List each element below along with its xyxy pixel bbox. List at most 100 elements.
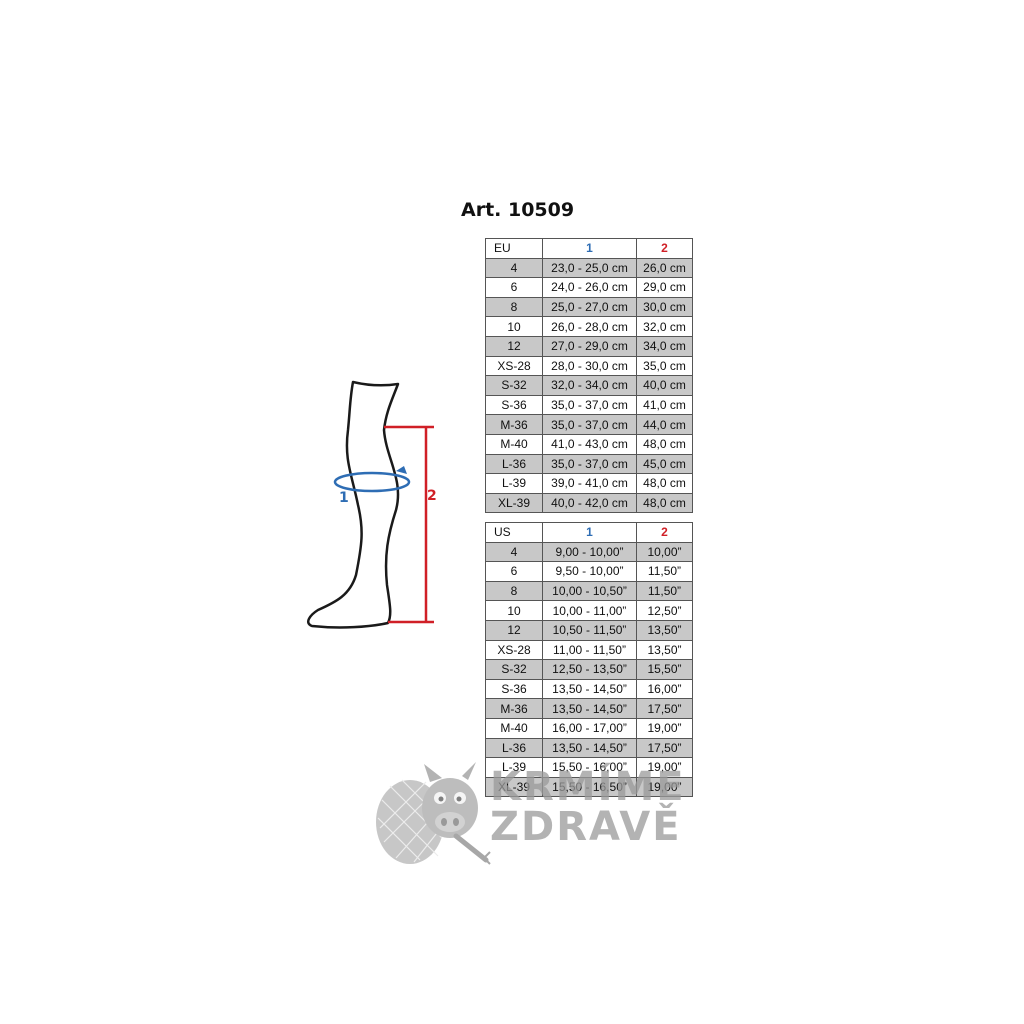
size-cell: S-32 xyxy=(485,659,543,680)
size-cell: XS-28 xyxy=(485,355,543,377)
measure-1-cell: 41,0 - 43,0 cm xyxy=(542,433,637,455)
measure-1-cell: 24,0 - 26,0 cm xyxy=(542,277,637,298)
size-cell: 6 xyxy=(485,561,543,582)
measure-1-cell: 35,0 - 37,0 cm xyxy=(542,453,637,475)
measure-2-cell: 16,00” xyxy=(636,678,693,700)
measure-2-cell: 11,50” xyxy=(636,561,693,582)
size-cell: M-36 xyxy=(485,414,543,435)
size-cell: M-36 xyxy=(485,698,543,719)
header-region-eu: EU xyxy=(485,238,543,259)
size-cell: XL-39 xyxy=(485,492,543,514)
size-cell: 12 xyxy=(485,335,543,357)
measure-1-cell: 9,00 - 10,00” xyxy=(542,541,637,563)
measure-1-cell: 12,50 - 13,50” xyxy=(542,659,637,680)
measure-1-cell: 9,50 - 10,00” xyxy=(542,561,637,582)
size-cell: 4 xyxy=(485,541,543,563)
measure-1-cell: 10,50 - 11,50” xyxy=(542,619,637,641)
size-cell: S-36 xyxy=(485,678,543,700)
measure-2-cell: 45,0 cm xyxy=(636,453,693,475)
size-cell: 8 xyxy=(485,580,543,602)
measure-2-cell: 12,50” xyxy=(636,600,693,621)
size-cell: 6 xyxy=(485,277,543,298)
measure-1-cell: 13,50 - 14,50” xyxy=(542,678,637,700)
measure-2-cell: 40,0 cm xyxy=(636,375,693,396)
measure-1-cell: 27,0 - 29,0 cm xyxy=(542,335,637,357)
size-cell: XL-39 xyxy=(485,776,543,798)
measure-2-cell: 15,50” xyxy=(636,659,693,680)
header-measure-1: 1 xyxy=(542,238,637,259)
measure-1-cell: 11,00 - 11,50” xyxy=(542,639,637,661)
measure-2-cell: 26,0 cm xyxy=(636,257,693,279)
circumference-ring-icon xyxy=(333,471,411,493)
measure-1-cell: 32,0 - 34,0 cm xyxy=(542,375,637,396)
measure-1-cell: 40,0 - 42,0 cm xyxy=(542,492,637,514)
leg-diagram: 1 2 xyxy=(307,380,437,629)
measure-2-cell: 17,50” xyxy=(636,737,693,759)
measure-1-cell: 39,0 - 41,0 cm xyxy=(542,473,637,494)
measure-2-cell: 48,0 cm xyxy=(636,473,693,494)
size-cell: M-40 xyxy=(485,433,543,455)
measure-2-cell: 11,50” xyxy=(636,580,693,602)
header-region-us: US xyxy=(485,522,543,543)
measure-2-cell: 13,50” xyxy=(636,619,693,641)
measure-1-cell: 28,0 - 30,0 cm xyxy=(542,355,637,377)
measure-1-cell: 15,50 - 16,50” xyxy=(542,776,637,798)
measure-1-cell: 35,0 - 37,0 cm xyxy=(542,394,637,416)
measure-1-cell: 35,0 - 37,0 cm xyxy=(542,414,637,435)
measure-2-cell: 13,50” xyxy=(636,639,693,661)
size-cell: L-39 xyxy=(485,473,543,494)
measure-2-cell: 19,00” xyxy=(636,757,693,778)
measure-1-cell: 23,0 - 25,0 cm xyxy=(542,257,637,279)
size-cell: M-40 xyxy=(485,717,543,739)
measure-2-cell: 41,0 cm xyxy=(636,394,693,416)
size-cell: L-36 xyxy=(485,737,543,759)
watermark-word-1: KRMÍME xyxy=(490,764,686,810)
measure-1-cell: 10,00 - 11,00” xyxy=(542,600,637,621)
measure-2-cell: 30,0 cm xyxy=(636,296,693,318)
measure-2-cell: 17,50” xyxy=(636,698,693,719)
measure-2-cell: 34,0 cm xyxy=(636,335,693,357)
measure-2-cell: 19,00” xyxy=(636,776,693,798)
measure-2-cell: 10,00” xyxy=(636,541,693,563)
measure-1-cell: 10,00 - 10,50” xyxy=(542,580,637,602)
measure-2-cell: 19,00” xyxy=(636,717,693,739)
size-cell: 10 xyxy=(485,316,543,337)
measure-1-cell: 13,50 - 14,50” xyxy=(542,737,637,759)
header-measure-1: 1 xyxy=(542,522,637,543)
pig-mascot-icon xyxy=(376,762,491,865)
size-cell: XS-28 xyxy=(485,639,543,661)
leg-outline-icon xyxy=(307,380,400,629)
size-cell: 10 xyxy=(485,600,543,621)
table-header-row: EU 1 2 xyxy=(485,238,693,259)
measure-2-cell: 48,0 cm xyxy=(636,492,693,514)
watermark-word-2: ZDRAVĚ xyxy=(490,804,682,850)
measure-2-cell: 48,0 cm xyxy=(636,433,693,455)
measurement-label-1: 1 xyxy=(339,490,349,506)
size-cell: S-36 xyxy=(485,394,543,416)
measure-2-cell: 32,0 cm xyxy=(636,316,693,337)
size-cell: S-32 xyxy=(485,375,543,396)
measure-2-cell: 44,0 cm xyxy=(636,414,693,435)
